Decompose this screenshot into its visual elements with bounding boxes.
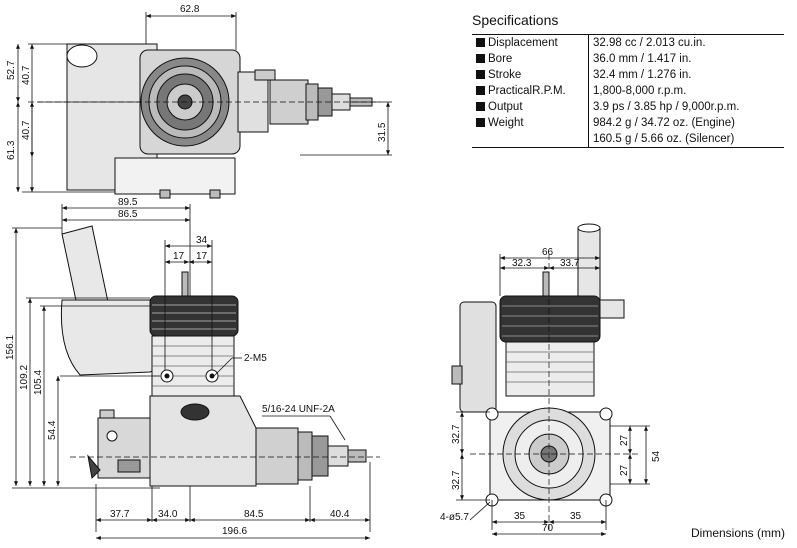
spec-value: 984.2 g / 34.72 oz. (Engine) (593, 117, 735, 129)
dim-109-2: 109.2 (19, 365, 30, 390)
specifications-panel: Specifications Displacement 32.98 cc / 2.… (472, 12, 784, 148)
dim-89-5: 89.5 (118, 197, 138, 208)
bullet-square-icon (476, 70, 485, 79)
mount-holes-label: 2-M5 (244, 353, 267, 364)
spec-row: PracticalR.P.M. 1,800-8,000 r.p.m. (472, 83, 784, 99)
dim-62-8: 62.8 (180, 4, 200, 15)
dim-32-3: 32.3 (512, 258, 532, 269)
dim-34: 34 (196, 235, 208, 246)
front-view-dimensions (456, 254, 650, 536)
dim-40-7-upper: 40.7 (21, 65, 32, 85)
dim-33-7: 33.7 (560, 258, 580, 269)
side-silencer (61, 225, 109, 311)
dim-40-7-lower: 40.7 (21, 120, 32, 140)
dim-35-right: 35 (570, 511, 582, 522)
units-label: Dimensions (mm) (690, 526, 785, 540)
spec-label-text: PracticalR.P.M. (488, 85, 566, 97)
bullet-square-icon (476, 118, 485, 127)
spec-value: 36.0 mm / 1.417 in. (593, 53, 692, 65)
spec-value: 160.5 g / 5.66 oz. (Silencer) (593, 133, 735, 145)
side-view-dimensions (12, 204, 371, 540)
dim-17-a: 17 (173, 251, 185, 262)
dim-84-5: 84.5 (244, 509, 264, 520)
spec-row: Weight 984.2 g / 34.72 oz. (Engine) (472, 115, 784, 131)
dim-37-7: 37.7 (110, 509, 130, 520)
bullet-square-icon (476, 54, 485, 63)
top-view-dim-labels: 62.8 52.7 40.7 40.7 61.3 31.5 (6, 4, 388, 160)
dim-86-5: 86.5 (118, 209, 138, 220)
dim-156-1: 156.1 (5, 335, 16, 360)
bullet-square-icon (476, 38, 485, 47)
dim-32-7-lower: 32.7 (451, 470, 462, 490)
side-view-dim-labels: 89.5 86.5 34 17 17 156.1 109.2 105.4 54.… (5, 197, 350, 537)
dim-27-upper: 27 (619, 434, 630, 446)
dim-35-left: 35 (514, 511, 526, 522)
dim-32-7-upper: 32.7 (451, 424, 462, 444)
spec-label-text: Output (488, 101, 523, 113)
spec-label (472, 131, 589, 148)
spec-row: 160.5 g / 5.66 oz. (Silencer) (472, 131, 784, 148)
spec-row: Displacement 32.98 cc / 2.013 cu.in. (472, 34, 784, 51)
side-prop-hub (255, 427, 299, 485)
dim-31-5: 31.5 (377, 122, 388, 142)
spec-label: Displacement (472, 34, 589, 51)
front-cylinder-head (499, 295, 601, 343)
spec-value: 32.4 mm / 1.276 in. (593, 69, 692, 81)
side-view (60, 225, 380, 487)
spec-label-text: Weight (488, 117, 524, 129)
top-silencer-outlet (66, 44, 98, 68)
dim-70: 70 (542, 523, 554, 534)
top-view-dimensions (16, 12, 392, 193)
top-view (28, 43, 380, 199)
dim-61-3: 61.3 (6, 140, 17, 160)
top-mount-base (114, 157, 236, 195)
spec-row: Output 3.9 ps / 3.85 hp / 9,000r.p.m. (472, 99, 784, 115)
front-view-dim-labels: 66 32.3 33.7 32.7 32.7 27 27 54 35 35 70… (440, 247, 662, 534)
spec-label: PracticalR.P.M. (472, 83, 589, 99)
dim-196-6: 196.6 (222, 526, 247, 537)
spec-row: Bore 36.0 mm / 1.417 in. (472, 51, 784, 67)
specifications-table: Displacement 32.98 cc / 2.013 cu.in. Bore 3… (472, 34, 784, 148)
spec-label: Stroke (472, 67, 589, 83)
bullet-square-icon (476, 86, 485, 95)
spec-label-text: Stroke (488, 69, 522, 81)
front-mount-hole-tr (599, 407, 613, 421)
front-cylinder-fins (505, 341, 595, 397)
dim-40-4: 40.4 (330, 509, 350, 520)
dim-17-b: 17 (196, 251, 208, 262)
dim-54-4: 54.4 (47, 420, 58, 440)
front-view (451, 223, 640, 530)
spec-value: 3.9 ps / 3.85 hp / 9,000r.p.m. (593, 101, 740, 113)
dim-34-0: 34.0 (158, 509, 178, 520)
spec-label-text: Bore (488, 53, 513, 65)
dim-54: 54 (651, 450, 662, 462)
front-silencer (459, 301, 497, 413)
dim-27-lower: 27 (619, 464, 630, 476)
dim-52-7: 52.7 (6, 60, 17, 80)
front-mount-hole-tl (485, 407, 499, 421)
specifications-title: Specifications (472, 12, 559, 28)
spec-value: 32.98 cc / 2.013 cu.in. (593, 37, 706, 49)
spec-row: Stroke 32.4 mm / 1.276 in. (472, 67, 784, 83)
dim-105-4: 105.4 (33, 370, 44, 395)
thread-label: 5/16-24 UNF-2A (262, 404, 335, 415)
bullet-square-icon (476, 102, 485, 111)
holes-label: 4-ø5.7 (440, 512, 469, 523)
spec-label: Bore (472, 51, 589, 67)
spec-value: 1,800-8,000 r.p.m. (593, 85, 687, 97)
dim-66: 66 (542, 247, 554, 258)
spec-label: Weight (472, 115, 589, 131)
spec-label-text: Displacement (488, 37, 558, 49)
side-cylinder-head (149, 295, 239, 337)
spec-label: Output (472, 99, 589, 115)
